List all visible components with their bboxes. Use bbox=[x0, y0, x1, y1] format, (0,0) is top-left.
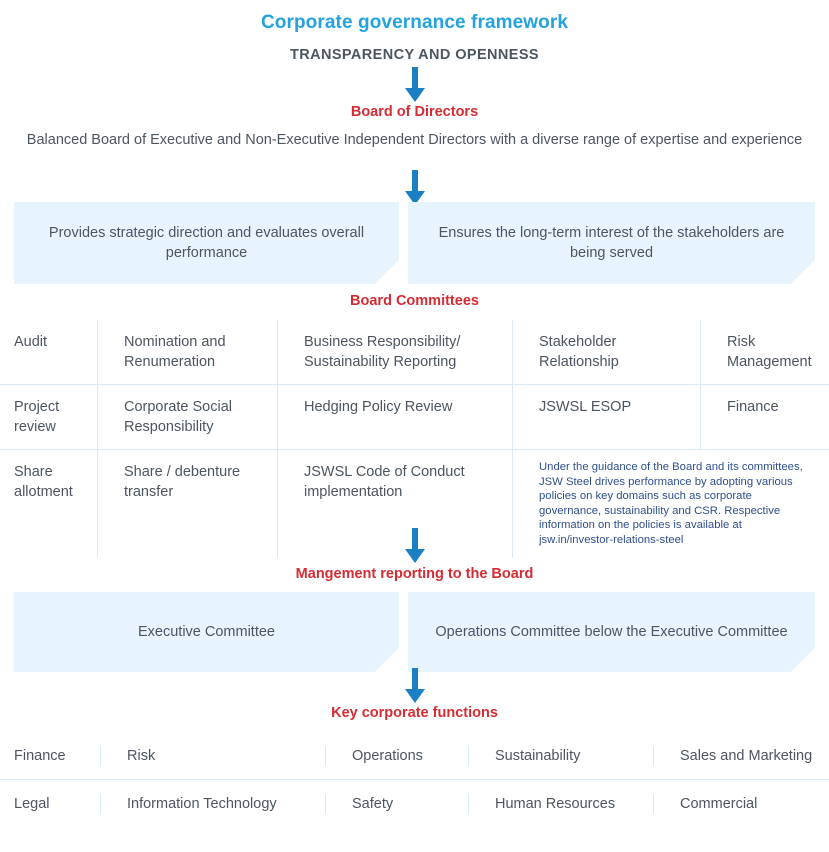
down-arrow-icon bbox=[401, 528, 429, 564]
table-row: Project review Corporate Social Responsi… bbox=[0, 384, 829, 449]
committee-cell: Corporate Social Responsibility bbox=[97, 385, 277, 449]
committee-cell: Finance bbox=[700, 385, 829, 449]
down-arrow-icon bbox=[401, 67, 429, 103]
function-cell: Legal bbox=[14, 795, 50, 812]
management-reporting-label: Mangement reporting to the Board bbox=[295, 566, 534, 582]
page-subtitle: TRANSPARENCY AND OPENNESS bbox=[289, 47, 540, 63]
key-corporate-functions-table: Finance Risk Operations Sustainability S… bbox=[0, 732, 829, 827]
committee-cell: Hedging Policy Review bbox=[277, 385, 512, 449]
committee-cell: Business Responsibility/ Sustainability … bbox=[277, 320, 512, 384]
committee-cell: Nomination and Renumeration bbox=[97, 320, 277, 384]
function-cell: Sales and Marketing bbox=[653, 745, 829, 766]
banner-operations-committee: Operations Committee below the Executive… bbox=[408, 592, 815, 672]
function-cell: Safety bbox=[325, 793, 468, 814]
banner-executive-committee: Executive Committee bbox=[14, 592, 399, 672]
function-cell: Finance bbox=[14, 747, 66, 764]
governance-policies-note: Under the guidance of the Board and its … bbox=[512, 450, 829, 558]
function-cell: Information Technology bbox=[100, 793, 325, 814]
committee-cell: Risk Management bbox=[700, 320, 829, 384]
management-committee-banners: Executive Committee Operations Committee… bbox=[14, 592, 815, 672]
function-cell: Human Resources bbox=[468, 793, 653, 814]
down-arrow-icon bbox=[401, 668, 429, 704]
function-cell: Sustainability bbox=[468, 745, 653, 766]
banner-strategic-direction: Provides strategic direction and evaluat… bbox=[14, 202, 399, 284]
committee-cell: Share / debenture transfer bbox=[97, 450, 277, 558]
page-title: Corporate governance framework bbox=[260, 12, 569, 33]
banner-stakeholder-interest: Ensures the long-term interest of the st… bbox=[408, 202, 815, 284]
board-committees-table: Audit Nomination and Renumeration Busine… bbox=[0, 320, 829, 558]
committee-cell: JSWSL ESOP bbox=[512, 385, 700, 449]
board-responsibility-banners: Provides strategic direction and evaluat… bbox=[14, 202, 815, 284]
table-row: Audit Nomination and Renumeration Busine… bbox=[0, 320, 829, 384]
board-description: Balanced Board of Executive and Non-Exec… bbox=[26, 132, 803, 148]
board-committees-label: Board Committees bbox=[350, 293, 479, 309]
table-row: Share allotment Share / debenture transf… bbox=[0, 449, 829, 558]
table-row: Finance Risk Operations Sustainability S… bbox=[0, 732, 829, 779]
committee-cell: Share allotment bbox=[14, 464, 73, 500]
board-of-directors-label: Board of Directors bbox=[350, 104, 479, 120]
table-row: Legal Information Technology Safety Huma… bbox=[0, 779, 829, 827]
committee-cell: Stakeholder Relationship bbox=[512, 320, 700, 384]
committee-cell: Audit bbox=[14, 334, 48, 350]
key-corporate-functions-label: Key corporate functions bbox=[331, 705, 498, 721]
down-arrow-icon bbox=[401, 170, 429, 206]
committee-cell: JSWSL Code of Conduct implementation bbox=[277, 450, 512, 558]
function-cell: Operations bbox=[325, 745, 468, 766]
function-cell: Commercial bbox=[653, 793, 829, 814]
committee-cell: Project review bbox=[14, 399, 60, 435]
function-cell: Risk bbox=[100, 745, 325, 766]
